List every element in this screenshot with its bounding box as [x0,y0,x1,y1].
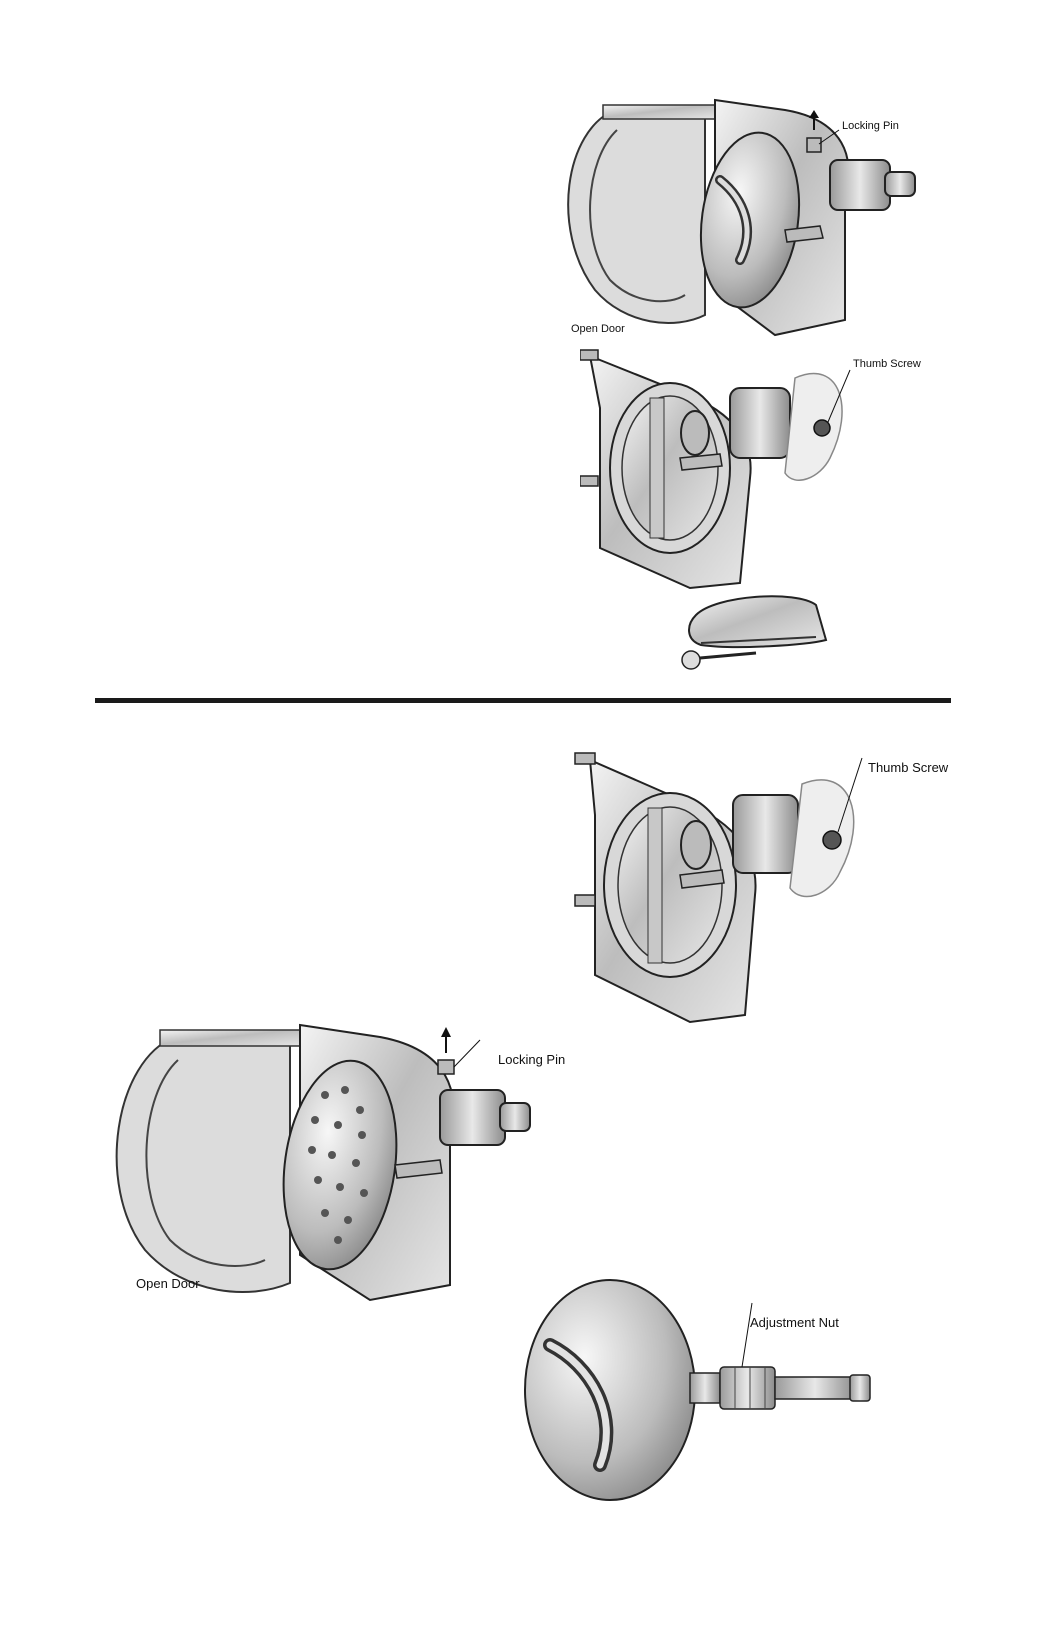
thumb-screw-label-lower: Thumb Screw [868,760,948,775]
open-door-grater-illustration [100,1015,540,1305]
feed-pusher-figure [676,585,836,675]
section-divider [95,698,951,703]
open-door-figure-lower [100,1015,540,1305]
feed-pusher-illustration [676,585,836,675]
housing-figure-top [580,348,870,608]
slicing-plate-illustration [520,1275,900,1505]
housing-figure-lower [570,750,880,1040]
open-door-label-top: Open Door [571,323,625,335]
locking-pin-label-lower: Locking Pin [498,1052,565,1067]
locking-pin-label-top: Locking Pin [842,120,899,132]
adjustment-nut-label: Adjustment Nut [750,1315,839,1330]
slicing-plate-figure [520,1275,900,1505]
thumb-screw-label-top: Thumb Screw [853,358,921,370]
housing-illustration-lower [570,750,880,1040]
housing-illustration [580,348,870,608]
open-door-label-lower: Open Door [136,1276,200,1291]
